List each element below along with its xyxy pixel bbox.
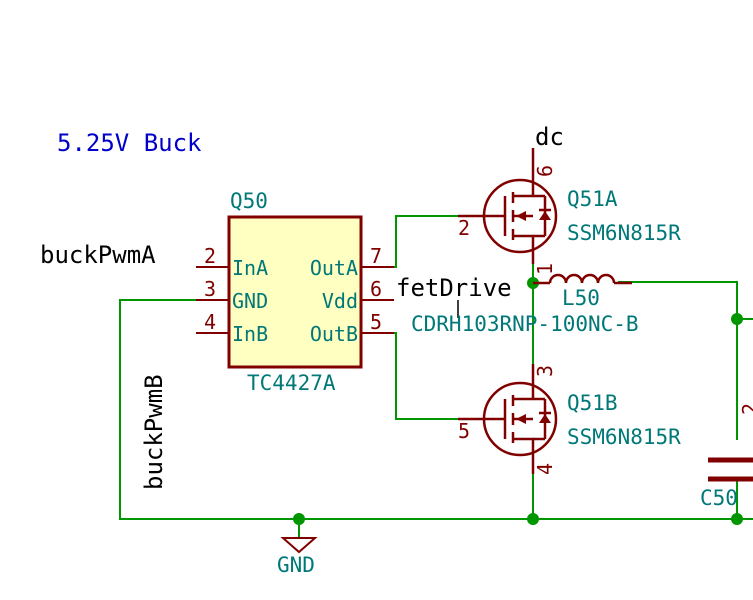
- driver-pin-5-name: OutB: [310, 322, 358, 346]
- fet-a-value: SSM6N815R: [567, 221, 681, 245]
- driver-pin-3-name: GND: [232, 289, 268, 313]
- driver-ic: Q50 TC4427A 2 3 4 7 6 5 InA GND InB OutA…: [196, 189, 394, 395]
- schematic-title: 5.25V Buck: [57, 129, 202, 157]
- inductor-coil: [548, 273, 616, 284]
- driver-value: TC4427A: [247, 371, 336, 395]
- net-label-buckpwma: buckPwmA: [40, 241, 156, 269]
- wire-outb-gate: [362, 332, 458, 420]
- driver-ref: Q50: [230, 189, 268, 213]
- driver-pin-6-num: 6: [370, 277, 382, 301]
- junction-right-gnd: [731, 513, 743, 525]
- inductor-ref: L50: [562, 286, 600, 310]
- driver-pin-5-num: 5: [370, 310, 382, 334]
- inductor-value: CDRH103RNP-100NC-B: [411, 312, 639, 336]
- inductor: [533, 273, 632, 285]
- net-label-buckpwmb: buckPwmB: [140, 374, 168, 490]
- fet-a-drain-pin: 6: [533, 165, 557, 177]
- fet-a: [458, 148, 558, 264]
- driver-pin-2-name: InA: [232, 256, 268, 280]
- junction-right-rail: [731, 313, 743, 325]
- driver-pin-4-name: InB: [232, 322, 268, 346]
- fet-b-ref: Q51B: [567, 391, 618, 415]
- gnd-triangle: [280, 537, 318, 554]
- capacitor-pin-partial: 2: [738, 403, 753, 415]
- driver-pin-3-num: 3: [204, 277, 216, 301]
- fet-a-diode-tri: [539, 211, 551, 220]
- fet-b: [458, 364, 558, 474]
- driver-pin-7-num: 7: [370, 244, 382, 268]
- fet-b-drain-pin: 3: [533, 365, 557, 377]
- fet-b-source-pin: 4: [533, 463, 557, 475]
- driver-pin-6-name: Vdd: [322, 289, 358, 313]
- fet-a-source-pin: 1: [533, 263, 557, 275]
- fet-b-diode-tri: [539, 414, 551, 423]
- fet-b-arrow: [516, 414, 526, 424]
- fet-b-gate-pin: 5: [458, 419, 470, 443]
- driver-pin-4-num: 4: [204, 310, 216, 334]
- driver-body: [227, 215, 363, 369]
- fet-a-drain-conn: [513, 188, 535, 198]
- fet-a-ref: Q51A: [567, 187, 618, 211]
- gnd-symbol: [280, 537, 318, 554]
- fet-a-arrow: [516, 211, 526, 221]
- driver-pin-2-num: 2: [204, 244, 216, 268]
- fet-a-gate-pin: 2: [458, 216, 470, 240]
- driver-pin-7-name: OutA: [310, 256, 358, 280]
- net-label-dc: dc: [535, 123, 564, 151]
- fet-b-value: SSM6N815R: [567, 425, 681, 449]
- wire-inductor-out: [618, 281, 738, 319]
- fet-b-source-conn: [513, 437, 535, 474]
- capacitor: [708, 457, 753, 482]
- capacitor-ref: C50: [700, 486, 738, 510]
- junction-gnd-symbol: [293, 513, 305, 525]
- junction-fetb-gnd: [527, 513, 539, 525]
- wire-gnd-driver: [119, 299, 737, 520]
- gnd-label: GND: [277, 553, 315, 577]
- net-label-fetdrive: fetDrive: [396, 274, 512, 302]
